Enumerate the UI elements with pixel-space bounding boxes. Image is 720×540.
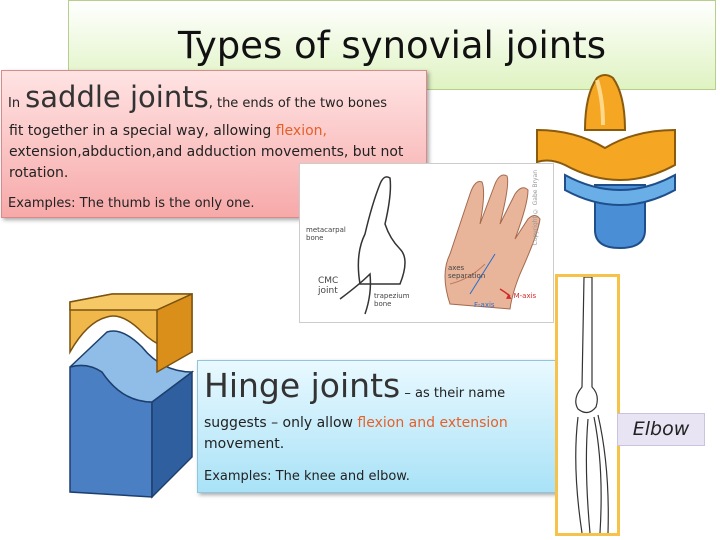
saddle-body-start: fit together in a special way, allowing <box>9 123 276 139</box>
elbow-bones-illustration <box>575 276 609 534</box>
hinge-examples: Examples: The knee and elbow. <box>204 469 410 484</box>
saddle-tail: , the ends of the two bones <box>208 96 387 111</box>
hand-illustration <box>339 174 541 315</box>
saddle-body-highlight: flexion, <box>275 123 327 139</box>
hinge-description: suggests – only allow flexion and extens… <box>204 413 564 455</box>
saddle-description: fit together in a special way, allowing … <box>9 121 421 184</box>
saddle-body-end: extension,abduction,and adduction moveme… <box>9 144 404 181</box>
label-f-axis: F-axis <box>474 301 495 309</box>
hinge-body-start: suggests – only allow <box>204 415 358 431</box>
saddle-intro: In <box>8 96 21 111</box>
saddle-joint-illustration <box>536 74 676 250</box>
label-cmc: CMC joint <box>318 276 339 296</box>
elbow-illustration-frame <box>555 274 620 536</box>
hinge-heading: Hinge joints <box>204 366 401 405</box>
hinge-body-highlight: flexion and extension <box>357 415 508 431</box>
label-trapezium: trapezium bone <box>374 292 410 308</box>
hinge-joint-illustration <box>69 292 195 499</box>
watermark: Copyright © Gabe Bryan <box>532 170 539 246</box>
saddle-heading: saddle joints <box>25 80 209 114</box>
label-metacarpal: metacarpal bone <box>306 226 346 242</box>
label-axes: axes separation <box>448 264 486 280</box>
hinge-joint-callout <box>197 360 569 493</box>
hinge-body-end: movement. <box>204 436 285 452</box>
thumb-cmc-diagram: metacarpal bone CMC joint trapezium bone… <box>299 163 554 323</box>
elbow-label: Elbow <box>617 413 705 446</box>
saddle-heading-line: In saddle joints, the ends of the two bo… <box>8 80 387 114</box>
hinge-heading-line: Hinge joints – as their name <box>204 366 505 405</box>
label-m-axis: ▲ M-axis <box>506 292 537 300</box>
slide-title: Types of synovial joints <box>177 24 607 67</box>
hinge-tail: – as their name <box>400 386 506 401</box>
saddle-examples: Examples: The thumb is the only one. <box>8 196 255 211</box>
